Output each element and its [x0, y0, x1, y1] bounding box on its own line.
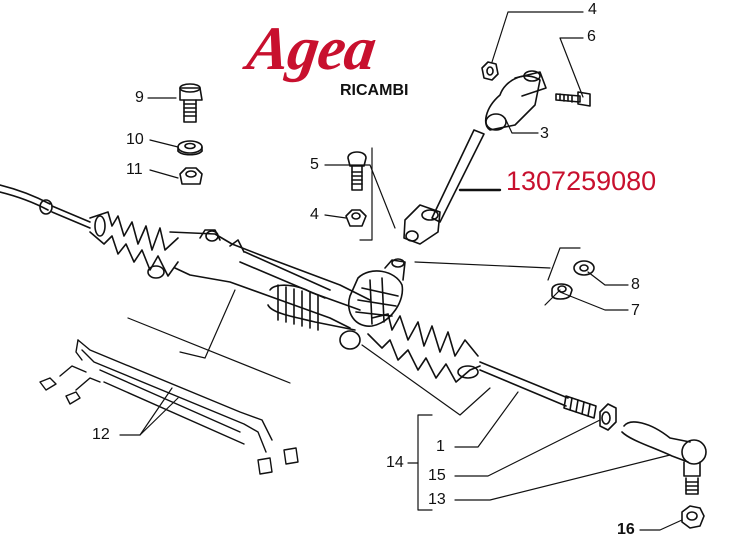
bolt-9	[179, 83, 203, 123]
right-tie-rod	[479, 361, 597, 419]
callout-11: 11	[126, 161, 143, 178]
leader-lines	[119, 11, 683, 531]
callout-1: 1	[436, 438, 445, 455]
pinion-housing	[267, 258, 406, 350]
callout-13: 13	[428, 491, 446, 508]
nut-4-mid	[345, 209, 367, 227]
callout-6: 6	[587, 28, 596, 45]
callout-15: 15	[428, 467, 446, 484]
rack-housing	[169, 229, 371, 329]
bolt-6	[555, 91, 591, 107]
washer-8	[573, 260, 595, 276]
universal-joint-lower	[403, 204, 441, 245]
brake-pipes-12	[39, 339, 299, 475]
callout-7: 7	[631, 302, 640, 319]
callout-12: 12	[92, 426, 110, 443]
callout-5: 5	[310, 156, 319, 173]
callout-10: 10	[126, 131, 144, 148]
brand-logo-wordmark: Agea	[243, 15, 380, 83]
tie-rod-end-13	[621, 421, 707, 495]
callout-4-mid: 4	[310, 206, 319, 223]
left-bellows-boot	[89, 211, 179, 279]
callout-8: 8	[631, 276, 640, 293]
nut-15	[599, 403, 617, 431]
part-number-label: 1307259080	[506, 166, 657, 196]
nut-16	[681, 505, 705, 529]
callout-4-top: 4	[588, 1, 597, 18]
left-tie-rod	[0, 184, 91, 229]
callout-9: 9	[135, 89, 144, 106]
callout-16: 16	[617, 521, 635, 538]
steering-shaft-3	[431, 70, 547, 223]
brand-logo-subtitle: RICAMBI	[340, 82, 409, 99]
nut-4-top	[481, 61, 499, 81]
bolt-5	[347, 151, 367, 191]
washer-10	[177, 140, 203, 156]
callout-14: 14	[386, 454, 404, 471]
callout-3: 3	[540, 125, 549, 142]
nut-7	[551, 283, 573, 300]
right-bellows-boot	[367, 313, 481, 383]
nut-11	[179, 167, 203, 185]
